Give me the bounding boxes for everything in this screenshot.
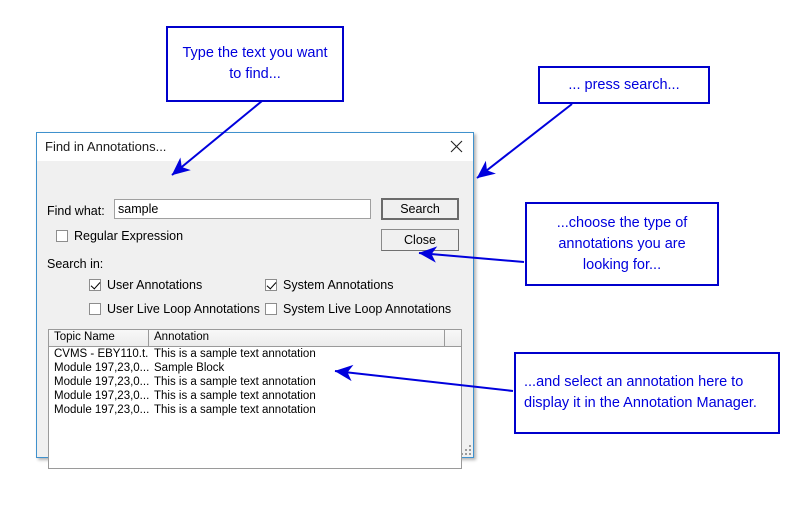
checkbox-label: System Annotations	[283, 278, 394, 292]
cell-annotation: This is a sample text annotation	[154, 348, 316, 360]
checkbox-user-live-loop-annotations[interactable]: User Live Loop Annotations	[89, 302, 260, 316]
checkbox-label: User Annotations	[107, 278, 203, 292]
column-header-annotation[interactable]: Annotation	[149, 330, 445, 346]
checkbox-box	[89, 279, 101, 291]
find-what-label: Find what:	[47, 204, 105, 218]
callout-press-search: ... press search...	[538, 66, 710, 104]
listview-body: CVMS - EBY110.t... This is a sample text …	[49, 347, 461, 417]
search-in-label: Search in:	[47, 257, 104, 271]
cell-annotation: Sample Block	[154, 362, 225, 374]
checkbox-system-annotations[interactable]: System Annotations	[265, 278, 393, 292]
column-header-stub[interactable]	[445, 330, 461, 346]
dialog-title: Find in Annotations...	[45, 139, 167, 154]
callout-select-annotation: ...and select an annotation here to disp…	[514, 352, 780, 434]
cell-annotation: This is a sample text annotation	[154, 404, 316, 416]
checkbox-box	[265, 303, 277, 315]
checkbox-box	[56, 230, 68, 242]
callout-type-the-text: Type the text you want to find...	[166, 26, 344, 102]
column-header-topic-name[interactable]: Topic Name	[49, 330, 149, 346]
table-row[interactable]: CVMS - EBY110.t... This is a sample text …	[49, 347, 461, 361]
checkbox-user-annotations[interactable]: User Annotations	[89, 278, 202, 292]
close-icon[interactable]	[439, 133, 473, 160]
cell-topic-name: Module 197,23,0...	[54, 390, 149, 402]
cell-topic-name: Module 197,23,0...	[54, 376, 149, 388]
callout-choose-type: ...choose the type of annotations you ar…	[525, 202, 719, 286]
table-row[interactable]: Module 197,23,0... This is a sample text …	[49, 389, 461, 403]
checkbox-box	[265, 279, 277, 291]
cell-topic-name: Module 197,23,0...	[54, 362, 149, 374]
cell-topic-name: CVMS - EBY110.t...	[54, 348, 149, 360]
checkbox-system-live-loop-annotations[interactable]: System Live Loop Annotations	[265, 302, 451, 316]
checkbox-label: User Live Loop Annotations	[107, 302, 260, 316]
find-in-annotations-dialog: Find in Annotations... Find what: Search…	[36, 132, 474, 469]
cell-annotation: This is a sample text annotation	[154, 390, 316, 402]
results-listview[interactable]: Topic Name Annotation CVMS - EBY110.t...…	[48, 329, 462, 469]
table-row[interactable]: Module 197,23,0... This is a sample text …	[49, 375, 461, 389]
arrow-to-search-button	[476, 103, 573, 179]
table-row[interactable]: Module 197,23,0... Sample Block	[49, 361, 461, 375]
checkbox-box	[89, 303, 101, 315]
regular-expression-checkbox[interactable]: Regular Expression	[56, 229, 183, 243]
close-button[interactable]: Close	[381, 229, 459, 251]
table-row[interactable]: Module 197,23,0... This is a sample text …	[49, 403, 461, 417]
resize-grip[interactable]	[459, 443, 471, 455]
search-button[interactable]: Search	[381, 198, 459, 220]
checkbox-label: System Live Loop Annotations	[283, 302, 452, 316]
find-what-input[interactable]	[114, 199, 371, 219]
dialog-titlebar[interactable]: Find in Annotations...	[37, 133, 473, 162]
cell-topic-name: Module 197,23,0...	[54, 404, 149, 416]
listview-header: Topic Name Annotation	[49, 330, 461, 347]
dialog-client-area: Find what: Search Close Regular Expressi…	[37, 161, 473, 469]
checkbox-label: Regular Expression	[74, 229, 184, 243]
cell-annotation: This is a sample text annotation	[154, 376, 316, 388]
